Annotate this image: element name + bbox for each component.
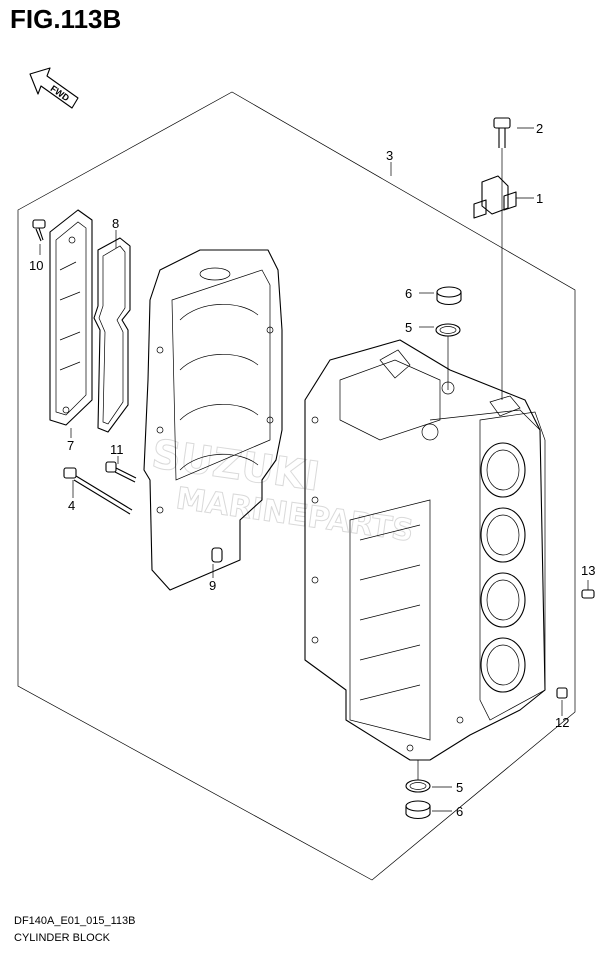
callout-11: 11	[110, 442, 124, 457]
plug-6-upper	[436, 286, 462, 306]
callout-4: 4	[68, 498, 75, 513]
plug-6-lower	[405, 800, 431, 820]
cylinder-block-3	[304, 339, 546, 761]
callout-6-upper: 6	[405, 286, 412, 301]
callout-10: 10	[29, 258, 43, 273]
figure-code: DF140A_E01_015_113B	[14, 915, 136, 927]
bolt-10	[32, 219, 46, 242]
callout-5-lower: 5	[456, 780, 463, 795]
exhaust-cover	[143, 249, 283, 591]
fwd-label: FWD	[49, 83, 72, 103]
callout-12: 12	[555, 715, 569, 730]
fwd-arrow-icon: FWD	[29, 67, 79, 109]
callout-5-upper: 5	[405, 320, 412, 335]
assembly-frame	[17, 91, 576, 881]
bolt-11	[105, 461, 137, 483]
watermark: SUZUKI MARINEPARTS	[148, 431, 416, 550]
callout-2: 2	[536, 121, 543, 136]
figure-caption: CYLINDER BLOCK	[14, 932, 110, 944]
cover-plate-7	[49, 209, 93, 426]
plug-12	[556, 687, 568, 699]
callout-6-lower: 6	[456, 804, 463, 819]
callout-7: 7	[67, 438, 74, 453]
callout-13: 13	[581, 563, 595, 578]
bolt-4	[63, 467, 133, 515]
bolt-2	[493, 117, 511, 148]
o-ring-5-lower	[405, 779, 431, 793]
gasket-8	[93, 237, 131, 433]
dowel-pin-9	[211, 547, 223, 563]
pin-13	[581, 589, 595, 599]
bracket-1	[473, 175, 517, 219]
o-ring-5-upper	[435, 323, 461, 337]
callout-9: 9	[209, 578, 216, 593]
callout-1: 1	[536, 191, 543, 206]
callout-3: 3	[386, 148, 393, 163]
figure-title: FIG.113B	[10, 4, 122, 34]
callout-8: 8	[112, 216, 119, 231]
